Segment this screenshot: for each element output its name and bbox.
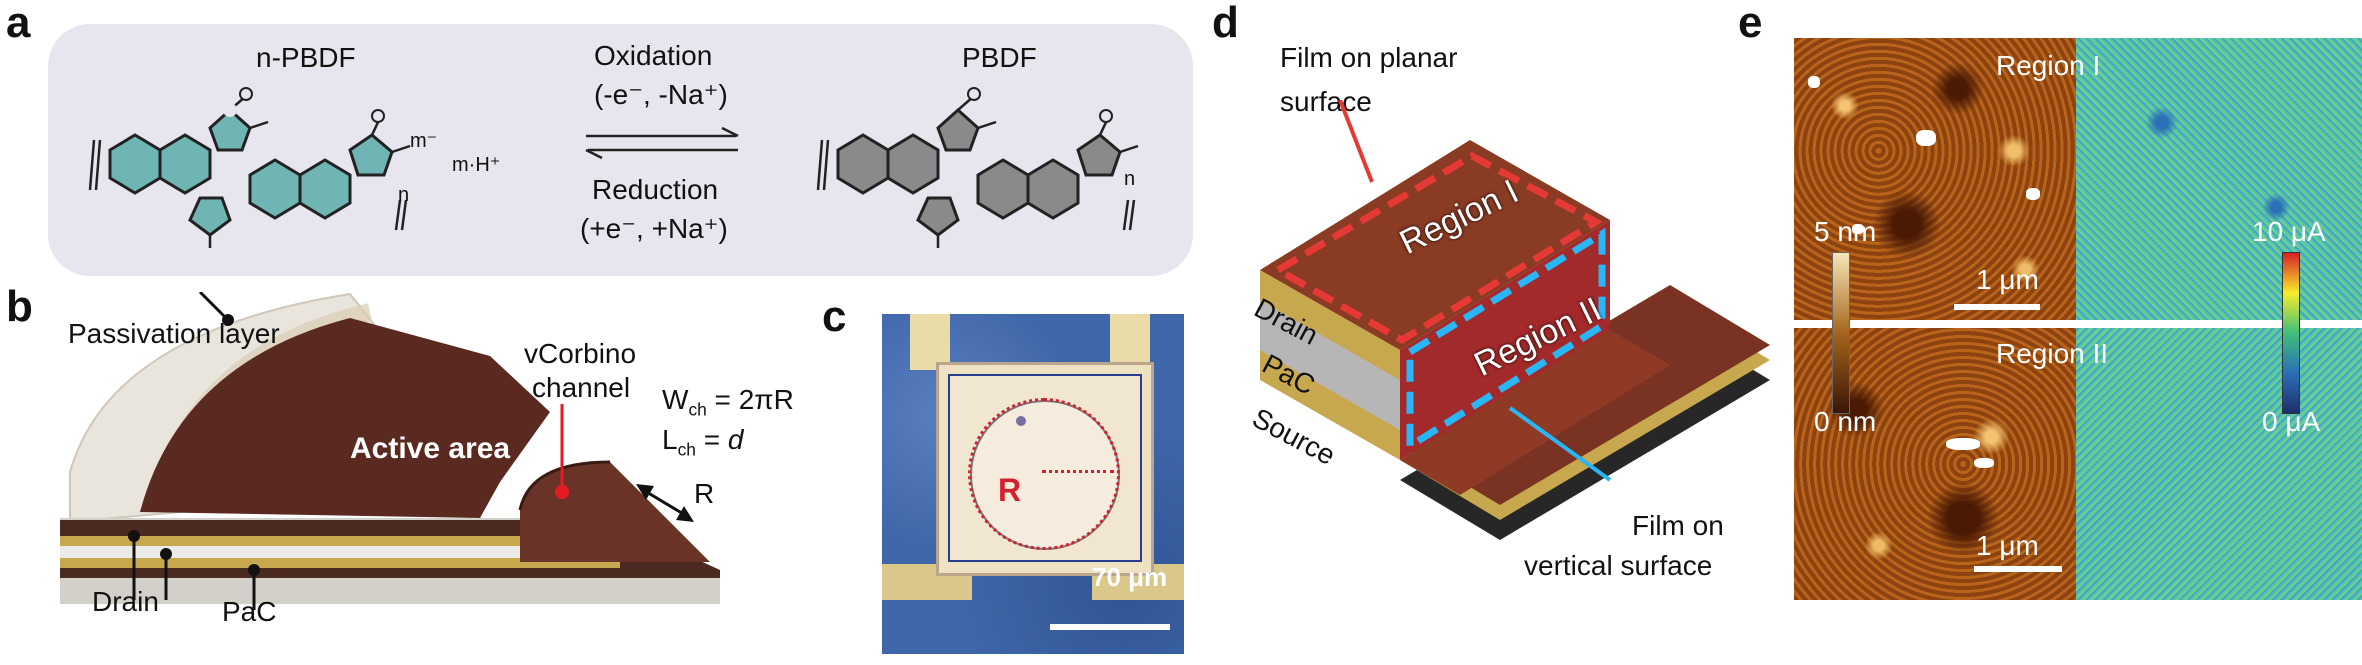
- reduction-detail: (+e⁻, +Na⁺): [580, 213, 728, 244]
- afm-current-region1: [2076, 38, 2362, 320]
- passivation-label: Passivation layer: [68, 318, 280, 349]
- current-max-label: 10 μA: [2252, 216, 2326, 247]
- device-schematic: [60, 292, 720, 610]
- panel-label-c: c: [822, 292, 847, 341]
- counter-ion-label: m·H⁺: [452, 154, 501, 176]
- scale-bar-c-label: 70 μm: [1092, 562, 1168, 592]
- current-min-label: 0 μA: [2262, 406, 2321, 437]
- vcorbino-label-1: vCorbino: [524, 338, 637, 369]
- scale-bar-e1-label: 1 μm: [1976, 264, 2039, 295]
- right-molecule-name: PBDF: [962, 42, 1037, 73]
- panel-label-d: d: [1212, 0, 1239, 47]
- reduction-label: Reduction: [592, 174, 719, 205]
- vcorbino-label-2: channel: [532, 372, 631, 403]
- charge-label: m⁻: [410, 130, 438, 152]
- pac-label-b: PaC: [222, 596, 277, 627]
- height-max-label: 5 nm: [1814, 216, 1877, 247]
- w-value: = 2πR: [706, 384, 794, 415]
- w-symbol: W: [662, 384, 689, 415]
- film-planar-label-1: Film on planar: [1280, 42, 1458, 73]
- w-subscript: ch: [688, 399, 707, 420]
- pbdf-structure: [816, 87, 1139, 248]
- afm-height-region1: [1794, 38, 2076, 320]
- region-schematic: [1260, 100, 1770, 540]
- repeat-n-right: n: [1124, 168, 1136, 190]
- film-planar-label-2: surface: [1280, 86, 1372, 117]
- equilibrium-arrows: [585, 126, 739, 160]
- region1-label-e: Region I: [1996, 50, 2101, 81]
- current-colorbar: [2282, 252, 2300, 414]
- panel-label-a: a: [6, 0, 31, 47]
- height-colorbar: [1832, 252, 1850, 414]
- r-label-b: R: [694, 478, 715, 509]
- r-label-c: R: [998, 472, 1022, 508]
- n-pbdf-structure: [88, 87, 411, 248]
- l-eq: =: [695, 424, 728, 455]
- width-equation: Wch = 2πR: [662, 384, 794, 421]
- region2-label-e: Region II: [1996, 338, 2109, 369]
- afm-current-region2: [2076, 328, 2362, 600]
- drain-label-b: Drain: [92, 586, 159, 617]
- panel-label-e: e: [1738, 0, 1763, 47]
- film-vertical-label-2: vertical surface: [1524, 550, 1713, 581]
- l-subscript: ch: [677, 439, 696, 460]
- height-min-label: 0 nm: [1814, 406, 1877, 437]
- panel-label-b: b: [6, 282, 33, 331]
- l-variable: d: [727, 424, 744, 455]
- optical-micrograph: [882, 314, 1184, 654]
- film-vertical-label-1: Film on: [1632, 510, 1724, 541]
- left-molecule-name: n-PBDF: [256, 42, 356, 73]
- length-equation: Lch = d: [662, 424, 743, 461]
- repeat-n-left: n: [398, 184, 410, 206]
- scale-bar-e2-label: 1 μm: [1976, 530, 2039, 561]
- oxidation-label: Oxidation: [594, 40, 713, 71]
- oxidation-detail: (-e⁻, -Na⁺): [594, 79, 728, 110]
- active-area-label: Active area: [350, 432, 511, 465]
- l-symbol: L: [662, 424, 678, 455]
